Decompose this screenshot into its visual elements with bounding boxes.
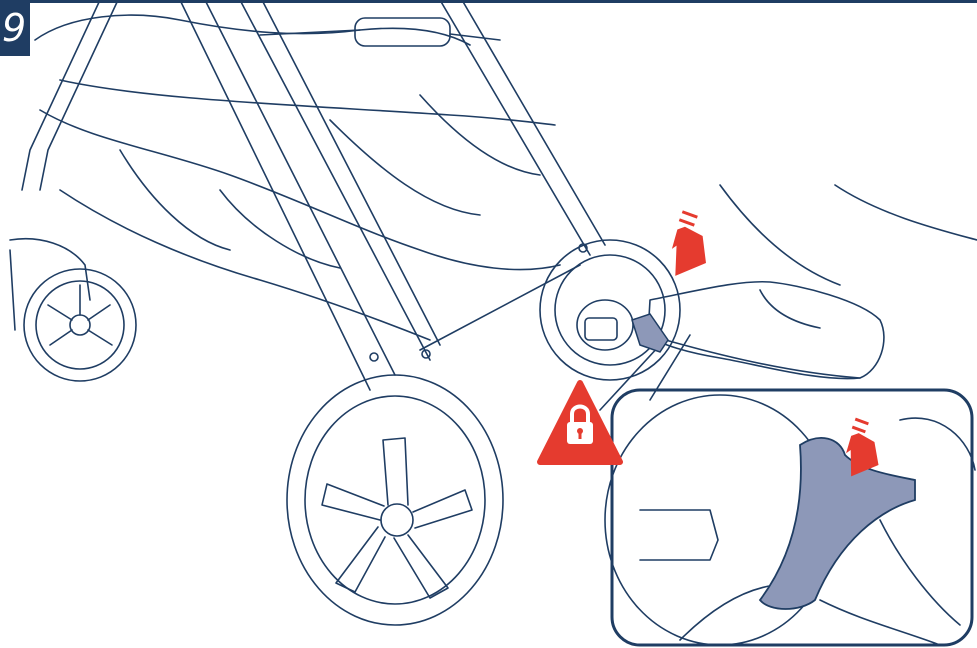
leg-outline (720, 185, 977, 285)
right-wheel-outer (540, 240, 680, 380)
rear-wheel-spokes (325, 440, 465, 585)
basket-fold-3 (330, 120, 480, 215)
front-wheel-spokes (48, 285, 112, 345)
brake-axle-cap (585, 318, 617, 340)
cross-bar (420, 265, 580, 350)
detail-wheel-rim (880, 418, 975, 625)
rear-leg-left-2 (40, 0, 118, 190)
right-strut-2 (462, 0, 605, 245)
front-leg-main (180, 0, 370, 390)
caster-fork (10, 239, 90, 330)
canopy-outline (35, 15, 470, 45)
right-strut (440, 0, 590, 255)
shoe-sole (648, 335, 860, 378)
lock-warning-triangle-icon (540, 383, 620, 462)
handlebar-tube (260, 30, 500, 40)
basket-fold-4 (420, 95, 540, 175)
front-leg-main-2 (205, 0, 395, 375)
down-arrow-icon (667, 210, 711, 280)
rear-leg-left (22, 0, 100, 190)
rear-leg-right-2 (262, 0, 440, 345)
frame-pivot-1 (370, 353, 378, 361)
front-wheel-hub (70, 315, 90, 335)
basket-fold-1 (120, 150, 230, 250)
detail-axle (640, 510, 718, 560)
shoe-detail (760, 290, 820, 328)
brake-pedal (632, 314, 668, 352)
brake-pedal-detail (760, 438, 915, 609)
basket-fabric-lower (60, 190, 430, 340)
basket-fold-2 (220, 190, 340, 268)
